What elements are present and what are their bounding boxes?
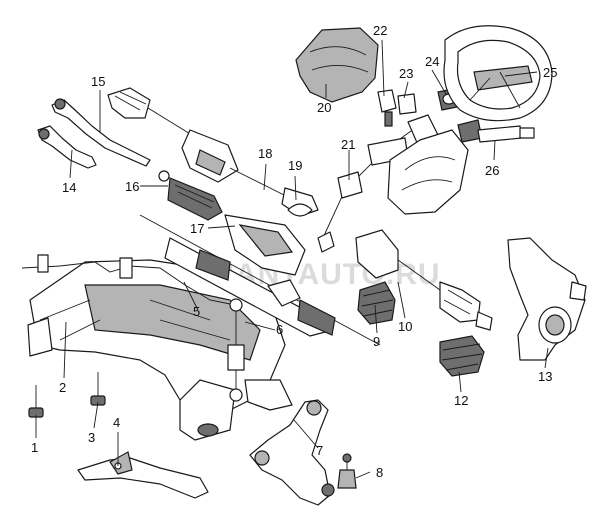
steering-wheel	[443, 25, 553, 122]
callout-24: 24	[425, 54, 439, 69]
callouts: 1 2 3 4 5 6 7 8 9 10 12 13 14 15 16 17 1…	[31, 23, 557, 480]
callout-12: 12	[454, 393, 468, 408]
callout-10: 10	[398, 319, 412, 334]
callout-16: 16	[125, 179, 139, 194]
ball-joint	[337, 453, 357, 489]
callout-26: 26	[485, 163, 499, 178]
drive-shaft-right	[355, 229, 493, 331]
callout-18: 18	[258, 146, 272, 161]
tie-rod-boot	[158, 170, 223, 221]
callout-17: 17	[190, 221, 204, 236]
callout-20: 20	[317, 100, 331, 115]
steering-rack	[139, 214, 381, 346]
combination-switch	[457, 119, 535, 143]
callout-21: 21	[341, 137, 355, 152]
tie-rod-ends	[37, 98, 151, 169]
column-shroud	[295, 27, 379, 103]
callout-7: 7	[316, 443, 323, 458]
lower-control-arm	[249, 399, 335, 506]
callout-1: 1	[31, 440, 38, 455]
leader-lines	[35, 39, 549, 479]
callout-4: 4	[113, 415, 120, 430]
callout-3: 3	[88, 430, 95, 445]
callout-23: 23	[399, 66, 413, 81]
callout-15: 15	[91, 74, 105, 89]
bolt-1	[28, 385, 44, 418]
steering-knuckle	[507, 237, 587, 361]
circlip	[287, 203, 313, 217]
cv-boot-inner	[357, 281, 396, 325]
callout-22: 22	[373, 23, 387, 38]
callout-13: 13	[538, 369, 552, 384]
column-lower-shroud	[387, 129, 469, 215]
callout-25: 25	[543, 65, 557, 80]
callout-5: 5	[193, 304, 200, 319]
callout-6: 6	[276, 322, 283, 337]
anti-roll-bar	[21, 254, 241, 307]
callout-2: 2	[59, 380, 66, 395]
drive-shaft-left	[107, 87, 319, 217]
callout-8: 8	[376, 465, 383, 480]
bolt-3	[90, 372, 106, 406]
callout-19: 19	[288, 158, 302, 173]
stabilizer-link	[227, 298, 245, 402]
cv-boot-outer	[439, 335, 485, 377]
callout-9: 9	[373, 334, 380, 349]
callout-14: 14	[62, 180, 76, 195]
subframe	[27, 259, 293, 441]
mounting-bracket	[77, 451, 209, 499]
